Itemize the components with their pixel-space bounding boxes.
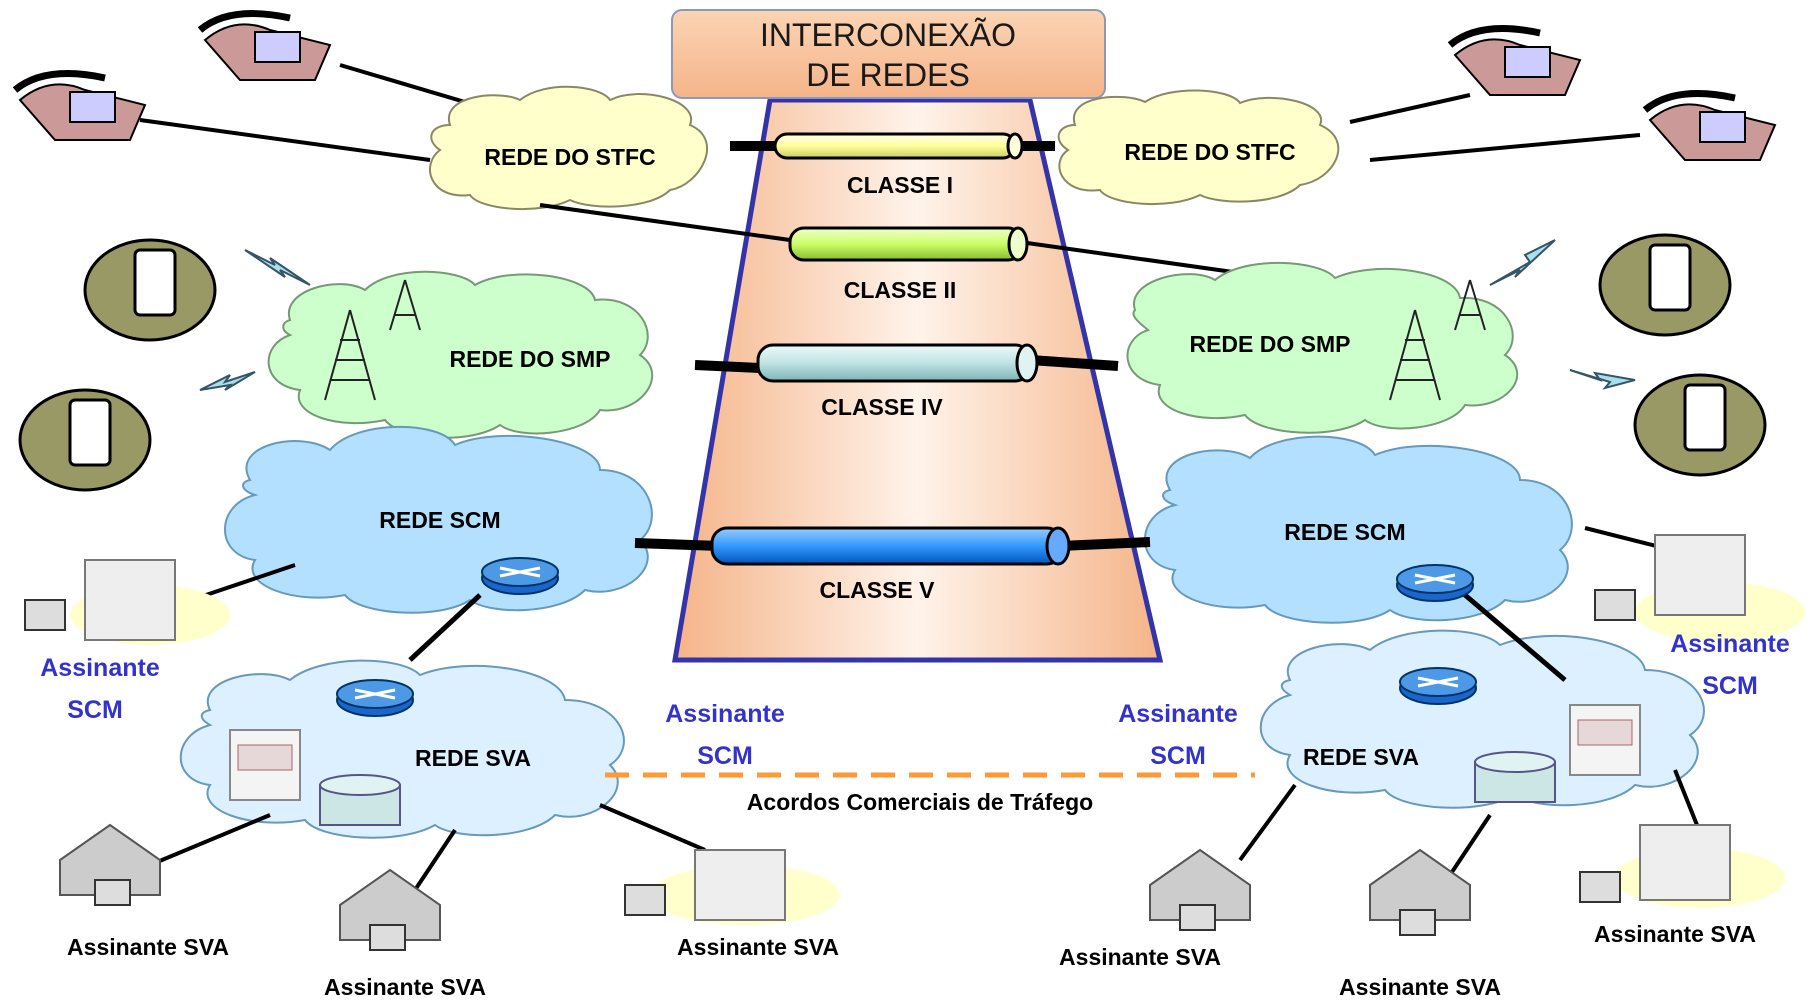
router-icon	[1399, 667, 1477, 705]
subscriber-scm-center-left-line-2: SCM	[697, 742, 753, 770]
telephone-icon	[197, 10, 332, 81]
label-sva-left: REDE SVA	[415, 745, 531, 771]
router-icon	[336, 679, 414, 717]
router-icon	[1396, 564, 1474, 602]
phone-links	[139, 63, 1641, 162]
subscriber-sva-r3: Assinante SVA	[1594, 921, 1756, 947]
label-classe-1: CLASSE I	[847, 172, 953, 198]
antenna-tower-icon	[324, 279, 1486, 401]
agreement-label: Acordos Comerciais de Tráfego	[747, 789, 1093, 815]
server-rack-icon	[1569, 704, 1641, 776]
scm-sva-links	[408, 593, 1567, 682]
subscriber-sva-r2: Assinante SVA	[1339, 974, 1501, 1000]
subscriber-building-icon	[624, 849, 840, 925]
database-icon	[1474, 751, 1556, 803]
cloud-scm-left: REDE SCM	[224, 425, 653, 614]
server-rack-icon	[229, 729, 301, 801]
cloud-stfc-right: REDE DO STFC	[1057, 89, 1340, 205]
label-stfc-right: REDE DO STFC	[1124, 139, 1295, 165]
label-classe-2: CLASSE II	[844, 277, 956, 303]
subscriber-sva-l2: Assinante SVA	[324, 974, 486, 1000]
subscriber-house-icon	[1369, 848, 1471, 936]
label-scm-left: REDE SCM	[379, 507, 500, 533]
subscriber-building-icon	[1579, 824, 1785, 908]
cloud-stfc-left: REDE DO STFC	[429, 85, 709, 210]
title-line-2: DE REDES	[806, 57, 970, 93]
subscriber-scm-left-line-2: SCM	[67, 696, 123, 724]
subscriber-building-icon	[1594, 534, 1805, 642]
pipe-classe-1: CLASSE I	[730, 132, 1055, 198]
mobile-phone-icon	[1598, 233, 1732, 337]
subscriber-house-icon	[59, 823, 161, 906]
subscriber-scm-center-right-line-2: SCM	[1150, 742, 1206, 770]
subscriber-sva-r1: Assinante SVA	[1059, 944, 1221, 970]
subscriber-sva-l3: Assinante SVA	[677, 934, 839, 960]
subscriber-building-icon	[24, 559, 230, 645]
label-scm-right: REDE SCM	[1284, 519, 1405, 545]
pipe-classe-2: CLASSE II	[788, 226, 1029, 303]
database-icon	[319, 774, 401, 826]
cloud-smp-right: REDE DO SMP	[1126, 261, 1519, 434]
subscriber-house-icon	[339, 868, 441, 951]
subscriber-scm-right-line-1: Assinante	[1670, 630, 1790, 658]
label-smp-left: REDE DO SMP	[449, 346, 610, 372]
subscriber-house-icon	[1149, 848, 1251, 931]
subscriber-scm-center-right-line-1: Assinante	[1118, 700, 1238, 728]
mobile-phone-icon	[83, 238, 217, 342]
label-sva-right: REDE SVA	[1303, 744, 1419, 770]
label-smp-right: REDE DO SMP	[1189, 331, 1350, 357]
network-cross-links	[539, 203, 1241, 275]
mobile-phone-icon	[1633, 373, 1767, 477]
subscriber-scm-left-line-1: Assinante	[40, 654, 160, 682]
label-stfc-left: REDE DO STFC	[484, 144, 655, 170]
title-line-1: INTERCONEXÃO	[760, 17, 1016, 53]
label-classe-5: CLASSE V	[819, 577, 935, 603]
subscriber-sva-l1: Assinante SVA	[67, 934, 229, 960]
wireless-signal-icon	[199, 239, 1636, 391]
telephone-icon	[12, 70, 147, 141]
pipe-classe-5: CLASSE V	[634, 526, 1151, 603]
title-box: INTERCONEXÃO DE REDES	[671, 9, 1106, 99]
label-classe-4: CLASSE IV	[821, 394, 943, 420]
cloud-smp-left: REDE DO SMP	[267, 270, 654, 439]
telephone-icon	[1642, 90, 1777, 161]
mobile-phone-icon	[18, 388, 152, 492]
subscriber-scm-right-line-2: SCM	[1702, 672, 1758, 700]
telephone-icon	[1447, 25, 1582, 96]
pipe-classe-4: CLASSE IV	[694, 343, 1119, 420]
subscriber-scm-center-left-line-1: Assinante	[665, 700, 785, 728]
cloud-scm-right: REDE SCM	[1144, 435, 1573, 624]
router-icon	[481, 557, 559, 595]
